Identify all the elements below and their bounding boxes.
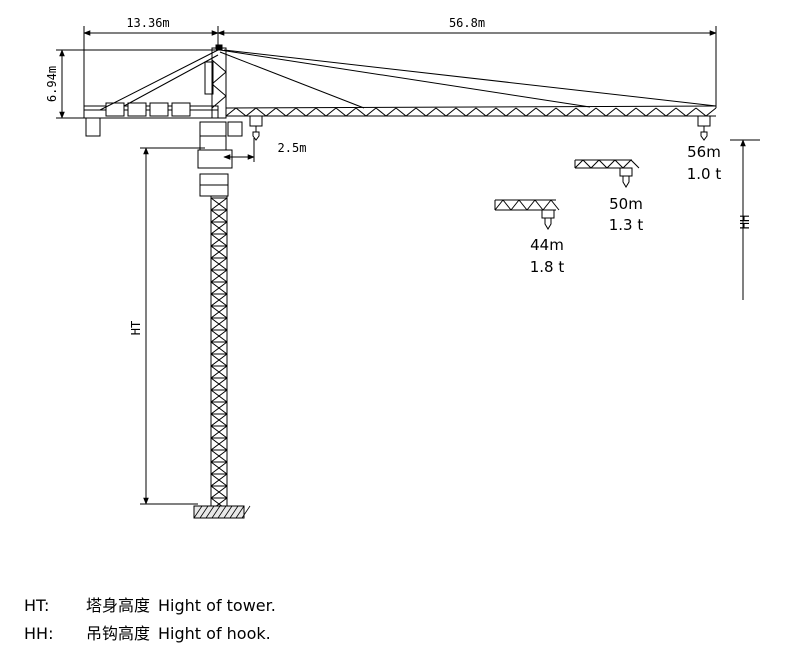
tower-crane-drawing: 13.36m 56.8m 6.94m 2.5m HT HH 56m 1.0 t …: [45, 16, 760, 519]
legend-code: HT:: [24, 596, 50, 615]
dimension-lines: [56, 26, 760, 505]
counter-jib: [83, 49, 219, 137]
jib-variant-44m: [494, 199, 560, 230]
load-weight-56: 1.0 t: [687, 165, 722, 183]
legend-english: Hight of tower.: [158, 596, 276, 615]
legend-tower-height: HT: 塔身高度 Hight of tower.: [24, 592, 276, 616]
jib-variant-50m: [574, 159, 640, 188]
tower-mast: [193, 196, 251, 519]
tower-height-axis-label: HT: [129, 321, 143, 335]
jib: [219, 49, 717, 141]
jib-length-label: 56.8m: [449, 16, 485, 30]
legend-chinese: 塔身高度: [86, 596, 151, 615]
load-weight-50: 1.3 t: [609, 216, 644, 234]
legend-code: HH:: [24, 624, 54, 643]
load-weight-44: 1.8 t: [530, 258, 565, 276]
load-radius-50: 50m: [609, 195, 643, 213]
legend-chinese: 吊钩高度: [86, 624, 151, 643]
load-radius-44: 44m: [530, 236, 564, 254]
tower-head-height-label: 6.94m: [45, 66, 59, 102]
load-radius-56: 56m: [687, 143, 721, 161]
trolley-offset-label: 2.5m: [278, 141, 307, 155]
tower-head: [197, 44, 243, 197]
legend-hook-height: HH: 吊钩高度 Hight of hook.: [24, 620, 271, 644]
counter-jib-length-label: 13.36m: [126, 16, 169, 30]
hook-height-axis-label: HH: [738, 215, 752, 229]
legend-english: Hight of hook.: [158, 624, 271, 643]
